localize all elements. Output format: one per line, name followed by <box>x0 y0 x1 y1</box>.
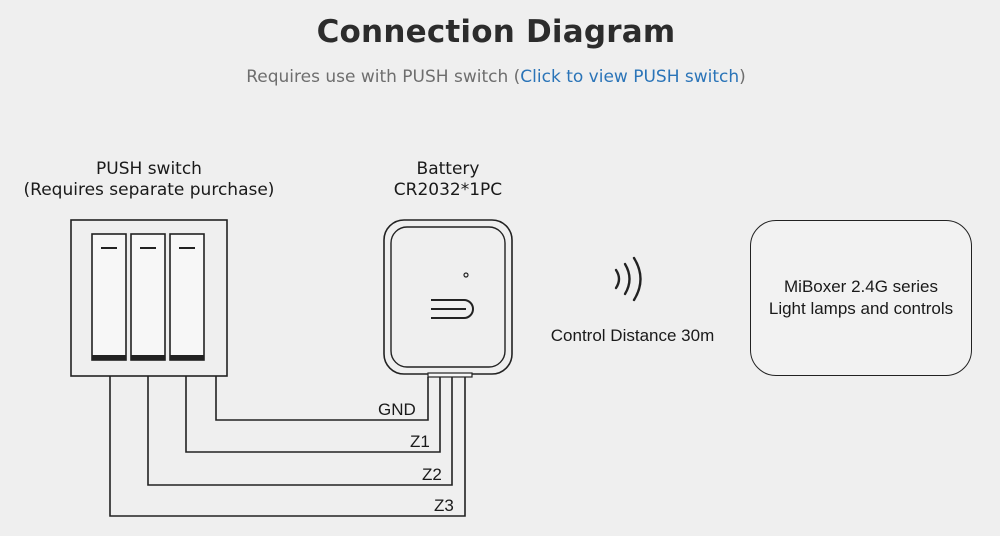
switch-button-2[interactable] <box>130 233 166 361</box>
battery-title: Battery <box>416 159 480 179</box>
push-switch-panel <box>70 219 228 377</box>
switch-button-1[interactable] <box>91 233 127 361</box>
subtitle-suffix: ) <box>739 67 746 87</box>
battery-spec: CR2032*1PC <box>393 180 503 200</box>
wire-z2 <box>147 376 453 486</box>
push-switch-link[interactable]: Click to view PUSH switch <box>520 67 740 87</box>
battery-module <box>383 219 513 378</box>
miboxer-line-1: MiBoxer 2.4G series <box>784 277 938 296</box>
wireless-signal-icon <box>614 256 642 302</box>
wire-z3 <box>109 376 466 517</box>
page-subtitle: Requires use with PUSH switch (Click to … <box>0 67 992 87</box>
push-switch-label: PUSH switch (Requires separate purchase) <box>14 159 284 201</box>
wire-gnd <box>215 376 429 421</box>
battery-label: Battery CR2032*1PC <box>378 159 518 201</box>
switch-button-3[interactable] <box>169 233 205 361</box>
wire-label-z2: Z2 <box>422 465 442 484</box>
miboxer-line-2: Light lamps and controls <box>768 299 954 318</box>
push-switch-title: PUSH switch <box>96 159 202 179</box>
subtitle-prefix: Requires use with PUSH switch ( <box>246 67 521 87</box>
control-distance-label: Control Distance 30m <box>550 326 715 345</box>
wire-label-z1: Z1 <box>410 432 430 451</box>
page-title: Connection Diagram <box>316 14 676 50</box>
miboxer-device-box: MiBoxer 2.4G series Light lamps and cont… <box>750 220 972 376</box>
wire-z1 <box>185 376 441 453</box>
push-switch-note: (Requires separate purchase) <box>23 180 275 200</box>
wire-label-z3: Z3 <box>434 496 454 515</box>
wire-label-gnd: GND <box>378 400 416 419</box>
